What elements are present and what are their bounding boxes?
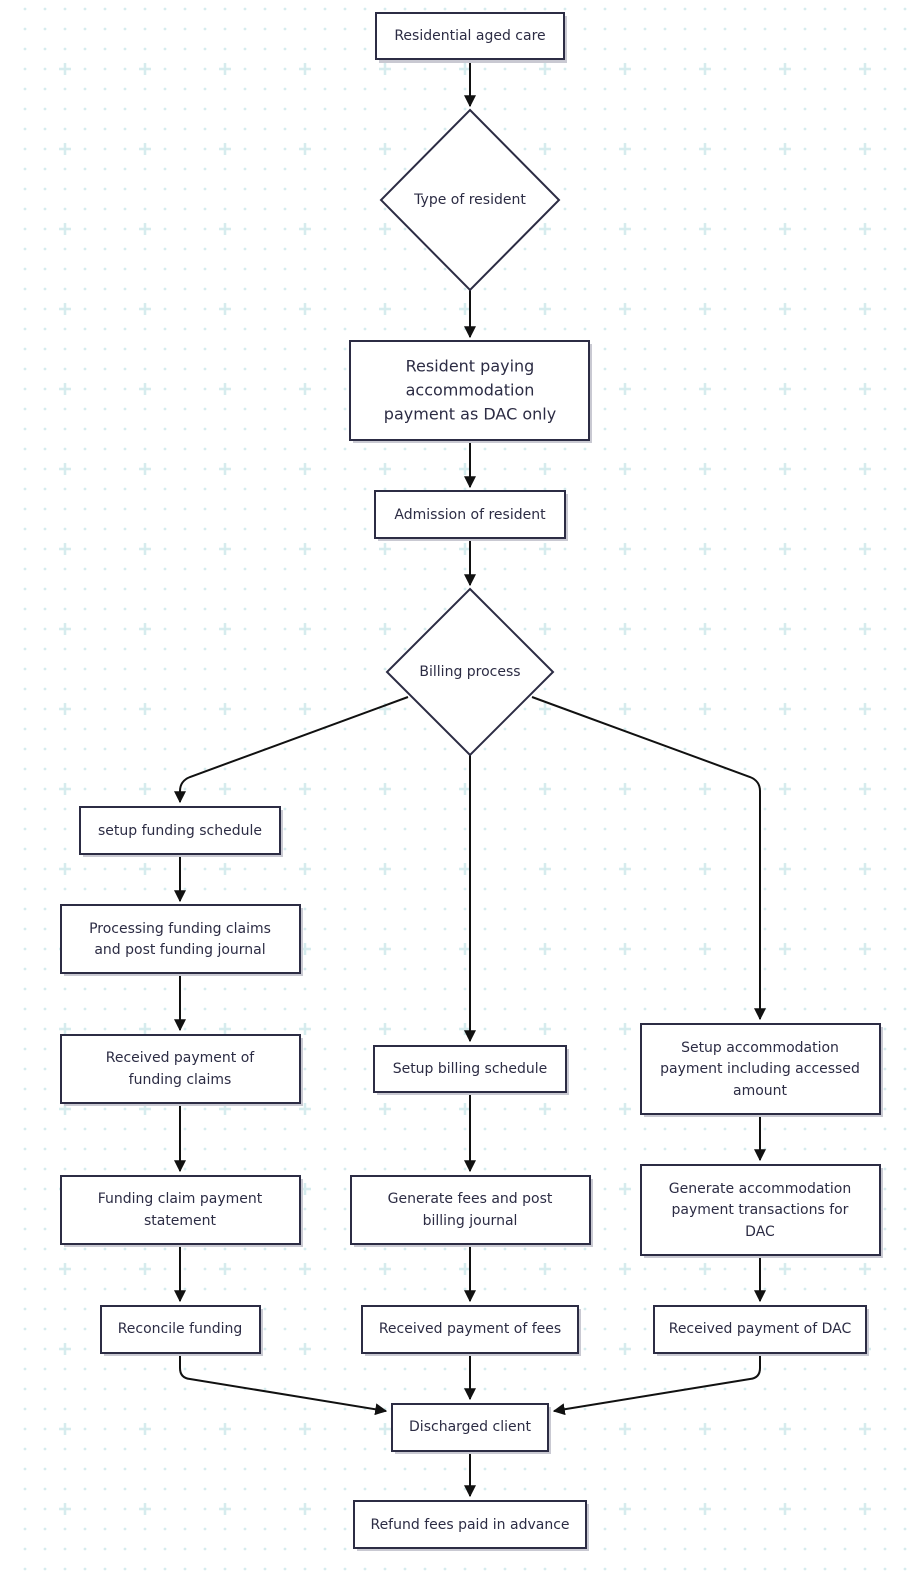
node-label: Billing process [419, 664, 520, 680]
node-label: setup funding schedule [98, 823, 262, 839]
node-label: Admission of resident [394, 507, 546, 523]
node-label-line-2: payment transactions for [672, 1202, 849, 1218]
node-type-of-resident: Type of resident [379, 108, 561, 292]
node-label-line-1: Received payment of [106, 1050, 256, 1066]
edge-reconcile-to-discharged [179, 1353, 388, 1416]
node-discharged-client: Discharged client [391, 1403, 551, 1454]
node-reconcile-funding: Reconcile funding [100, 1305, 263, 1356]
node-label: Setup billing schedule [393, 1061, 548, 1077]
node-funding-claim-statement: Funding claim payment statement [60, 1175, 303, 1247]
node-label: Residential aged care [394, 28, 545, 44]
node-label-line-2: accommodation [406, 381, 535, 400]
node-label: Received payment of fees [379, 1321, 561, 1337]
node-residential-aged-care: Residential aged care [375, 12, 567, 63]
node-label-line-2: payment including accessed [660, 1061, 860, 1077]
node-label-line-1: Generate fees and post [388, 1191, 553, 1207]
node-label-line-1: Setup accommodation [681, 1040, 839, 1056]
node-setup-accommodation: Setup accommodation payment including ac… [640, 1023, 883, 1117]
edge-dac-to-discharged [552, 1353, 761, 1416]
node-label-line-1: Funding claim payment [98, 1191, 263, 1207]
node-label: Refund fees paid in advance [370, 1517, 569, 1533]
edge-billing-to-accommodation [531, 696, 766, 1021]
edge-billing-to-funding [174, 696, 409, 804]
node-generate-fees: Generate fees and post billing journal [350, 1175, 593, 1247]
edges [174, 59, 766, 1498]
node-label-line-2: and post funding journal [94, 942, 265, 958]
node-label-line-2: billing journal [423, 1213, 518, 1229]
node-received-payment-dac: Received payment of DAC [653, 1305, 869, 1356]
node-label-line-2: statement [144, 1213, 217, 1229]
node-billing-process: Billing process [385, 587, 555, 757]
node-label: Type of resident [413, 192, 526, 208]
node-setup-billing-schedule: Setup billing schedule [373, 1045, 569, 1095]
node-refund-fees: Refund fees paid in advance [353, 1500, 589, 1551]
node-received-payment-fees: Received payment of fees [361, 1305, 581, 1356]
node-label-line-3: payment as DAC only [384, 405, 556, 424]
node-label-line-2: funding claims [129, 1072, 232, 1088]
node-label-line-1: Processing funding claims [89, 921, 271, 937]
node-label-line-3: amount [733, 1083, 788, 1099]
node-processing-funding-claims: Processing funding claims and post fundi… [60, 904, 303, 976]
node-label: Discharged client [409, 1419, 531, 1435]
node-generate-accommodation: Generate accommodation payment transacti… [640, 1164, 883, 1258]
node-label: Reconcile funding [118, 1321, 243, 1337]
node-label-line-1: Resident paying [406, 357, 535, 376]
node-resident-paying: Resident paying accommodation payment as… [349, 340, 592, 443]
node-label: Received payment of DAC [669, 1321, 852, 1337]
node-setup-funding-schedule: setup funding schedule [79, 806, 283, 857]
node-received-payment-funding-claims: Received payment of funding claims [60, 1034, 303, 1106]
node-label-line-3: DAC [745, 1224, 775, 1240]
node-label-line-1: Generate accommodation [669, 1181, 852, 1197]
node-admission-of-resident: Admission of resident [374, 490, 568, 541]
